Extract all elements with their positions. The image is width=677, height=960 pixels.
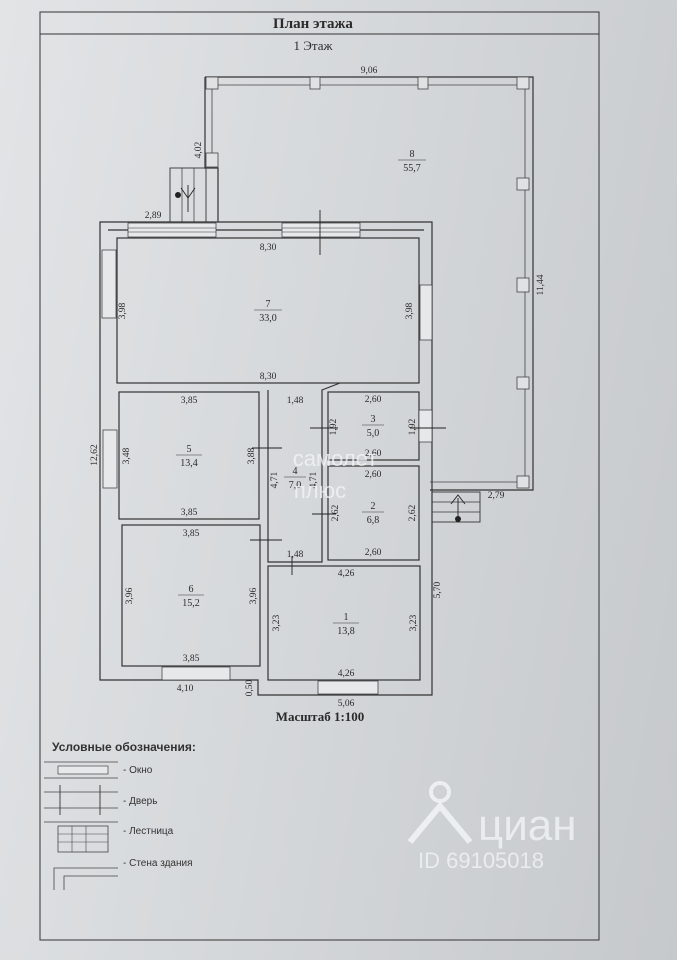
dim-room-6-top: 3,85 bbox=[183, 529, 200, 539]
room-2-outline bbox=[327, 465, 420, 561]
dim-bottom-left: 4,10 bbox=[177, 684, 194, 694]
sheet-border bbox=[39, 11, 600, 941]
dim-room-1-top: 4,26 bbox=[338, 569, 355, 579]
room-7-left-window bbox=[101, 249, 117, 319]
room-4-area: 7,0 bbox=[289, 480, 302, 491]
room-6-outline bbox=[121, 524, 261, 667]
room-3-area: 5,0 bbox=[367, 428, 380, 439]
room-8-number: 8 bbox=[410, 149, 415, 160]
dim-bottom-right: 5,06 bbox=[338, 699, 355, 709]
room-1-number: 1 bbox=[344, 612, 349, 623]
room-labels: 8 55,7 7 33,0 5 13,4 6 15,2 4 7,0 3 5,0 … bbox=[176, 149, 426, 637]
door-marks bbox=[250, 427, 446, 575]
dim-room-6-bottom: 3,85 bbox=[183, 654, 200, 664]
legend-stairs-label: - Лестница bbox=[123, 826, 174, 837]
terrace-posts bbox=[205, 76, 530, 489]
room-8-area: 55,7 bbox=[403, 163, 421, 174]
dim-room-7-right: 3,98 bbox=[405, 302, 415, 319]
legend-stairs-symbol bbox=[44, 821, 118, 853]
center-watermark-line1: самолет bbox=[293, 446, 378, 471]
dim-terrace-left: 4,02 bbox=[194, 141, 204, 158]
room-1-outline bbox=[267, 565, 421, 681]
room-7-right-window bbox=[419, 284, 433, 341]
dim-room-4-top: 1,48 bbox=[287, 396, 304, 406]
legend-wall-symbol bbox=[53, 867, 118, 890]
top-windows bbox=[127, 210, 361, 255]
room-5-area: 13,4 bbox=[180, 458, 198, 469]
room-7-number: 7 bbox=[266, 299, 271, 310]
dim-room-3-right: 1,92 bbox=[408, 418, 418, 435]
dim-room-4-right: 4,71 bbox=[309, 471, 319, 488]
cian-brand: циан bbox=[478, 801, 577, 850]
dimension-labels: 9,06 4,02 11,44 2,89 2,79 8,30 3,98 3,98… bbox=[90, 66, 546, 709]
dim-room-3-bottom: 2,60 bbox=[365, 449, 382, 459]
page-title: План этажа bbox=[273, 16, 353, 32]
dim-room-7-top: 8,30 bbox=[260, 243, 277, 253]
dim-room-2-right: 2,62 bbox=[408, 504, 418, 521]
dim-room-6-right: 3,96 bbox=[249, 587, 259, 604]
dim-porch-right: 2,79 bbox=[488, 491, 505, 501]
dim-room-3-top: 2,60 bbox=[365, 395, 382, 405]
dim-room-5-left: 3,48 bbox=[122, 447, 132, 464]
cian-watermark: циан ID 69105018 bbox=[407, 781, 577, 873]
legend-wall-label: - Стена здания bbox=[123, 858, 193, 869]
dim-room-5-bottom: 3,85 bbox=[181, 508, 198, 518]
right-stairs bbox=[431, 491, 481, 523]
room-3-number: 3 bbox=[371, 414, 376, 425]
left-stairs bbox=[169, 167, 207, 223]
legend-title: Условные обозначения: bbox=[52, 740, 196, 754]
dim-room-1-left: 3,23 bbox=[272, 614, 282, 631]
dim-room-7-left: 3,98 bbox=[118, 302, 128, 319]
dim-room-5-right: 3,88 bbox=[247, 447, 257, 464]
dim-porch-left: 2,89 bbox=[145, 211, 162, 221]
cian-listing-id: ID 69105018 bbox=[418, 848, 544, 873]
legend-window-label: - Окно bbox=[123, 765, 153, 776]
dim-room-4-left: 4,71 bbox=[270, 471, 280, 488]
room-6-number: 6 bbox=[189, 584, 194, 595]
dim-room-4-bottom: 1,48 bbox=[287, 550, 304, 560]
dim-room-1-right: 3,23 bbox=[409, 614, 419, 631]
legend: Условные обозначения: - Окно - Дверь - Л… bbox=[44, 740, 196, 890]
dim-room-2-left: 2,62 bbox=[331, 504, 341, 521]
room-6-area: 15,2 bbox=[182, 598, 200, 609]
room-4-number: 4 bbox=[293, 466, 298, 477]
room-4-outline bbox=[267, 382, 341, 563]
scale-label: Масштаб 1:100 bbox=[276, 709, 365, 724]
dim-right-lower: 5,70 bbox=[433, 581, 443, 598]
dim-room-5-top: 3,85 bbox=[181, 396, 198, 406]
room-7-outline bbox=[116, 237, 420, 384]
dim-room-1-bottom: 4,26 bbox=[338, 669, 355, 679]
dim-terrace-right: 11,44 bbox=[536, 274, 546, 295]
room-6-window bbox=[161, 666, 231, 681]
legend-window-symbol bbox=[44, 761, 118, 779]
dim-room-3-left: 1,92 bbox=[329, 418, 339, 435]
terrace-outline bbox=[204, 76, 534, 491]
dim-room-2-top: 2,60 bbox=[365, 470, 382, 480]
center-watermark-line2: плюс bbox=[294, 478, 346, 503]
legend-door-label: - Дверь bbox=[123, 796, 157, 807]
room-5-window bbox=[102, 429, 118, 489]
dim-room-7-bottom: 8,30 bbox=[260, 372, 277, 382]
room-1-area: 13,8 bbox=[337, 626, 355, 637]
room-1-window bbox=[317, 680, 379, 695]
dim-room-2-bottom: 2,60 bbox=[365, 548, 382, 558]
dim-overall-left: 12,62 bbox=[90, 444, 100, 466]
dim-room-6-left: 3,96 bbox=[125, 587, 135, 604]
room-2-number: 2 bbox=[371, 501, 376, 512]
room-5-number: 5 bbox=[187, 444, 192, 455]
room-5-outline bbox=[118, 391, 260, 520]
legend-door-symbol bbox=[44, 785, 118, 815]
dim-bottom-step: 0,50 bbox=[245, 679, 255, 696]
cian-pin-icon bbox=[407, 781, 473, 844]
house-outer-wall bbox=[99, 221, 433, 696]
room-2-area: 6,8 bbox=[367, 515, 380, 526]
floor-label: 1 Этаж bbox=[294, 38, 334, 53]
center-watermark: самолет плюс bbox=[293, 446, 378, 503]
dim-terrace-top: 9,06 bbox=[361, 66, 378, 76]
room-3-window bbox=[418, 409, 433, 443]
room-7-area: 33,0 bbox=[259, 313, 277, 324]
